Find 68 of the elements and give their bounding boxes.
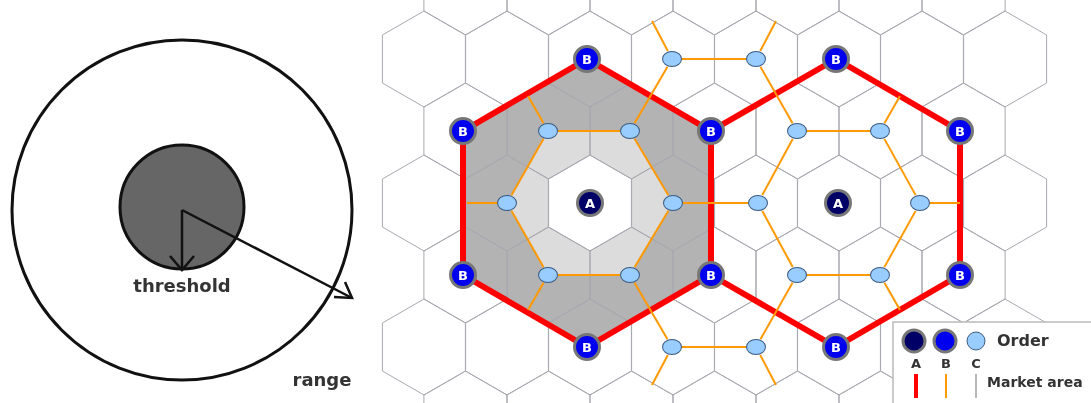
- connector-line: [883, 95, 901, 125]
- node-circle: [746, 339, 766, 355]
- connector-line: [466, 202, 499, 204]
- text-label: Market area: [987, 373, 1083, 390]
- boundary-line: [957, 144, 963, 262]
- boundary-line: [596, 278, 702, 344]
- connector-line: [651, 353, 669, 386]
- node-circle: B: [697, 261, 725, 289]
- node-circle: [787, 267, 807, 283]
- node-circle: B: [573, 333, 601, 361]
- node-circle: B: [946, 117, 974, 145]
- connector-line: [510, 137, 545, 197]
- node-circle: B: [573, 45, 601, 73]
- legend-label: A: [910, 356, 922, 371]
- node-circle: [910, 195, 930, 211]
- connector-line: [928, 202, 961, 204]
- connector-line: [633, 281, 669, 341]
- connector-line: [527, 281, 545, 311]
- node-circle: B: [822, 45, 850, 73]
- connector-line: [805, 130, 872, 132]
- boundary-line: [596, 62, 702, 128]
- node-circle: [870, 267, 890, 283]
- node-circle: B: [449, 261, 477, 289]
- connector-line: [633, 65, 669, 125]
- node-circle: B: [822, 333, 850, 361]
- boundary-line: [472, 62, 578, 128]
- node-circle: B: [697, 117, 725, 145]
- connector-line: [759, 20, 777, 53]
- node-circle: B: [946, 261, 974, 289]
- boundary-line: [845, 62, 951, 128]
- node-circle: [787, 123, 807, 139]
- connector-line: [761, 137, 794, 197]
- node-circle: B: [449, 117, 477, 145]
- connector-line: [761, 209, 794, 269]
- text-label: Order: [997, 330, 1049, 350]
- boundary-line: [720, 278, 827, 344]
- connector-line: [633, 137, 670, 197]
- connector-line: [883, 281, 901, 311]
- connector-line: [883, 209, 917, 269]
- node-circle: [870, 123, 890, 139]
- connector-line: [759, 65, 794, 125]
- boundary-line: [472, 278, 578, 344]
- node-circle: A: [824, 189, 852, 217]
- connector-line: [556, 130, 622, 132]
- legend-label: C: [971, 356, 981, 371]
- boundary-line: [720, 62, 827, 128]
- boundary-line: [845, 278, 951, 344]
- connector-line: [883, 137, 917, 197]
- connector-line: [680, 346, 748, 348]
- node-circle: [748, 195, 768, 211]
- connector-line: [633, 209, 670, 269]
- connector-line: [681, 202, 750, 204]
- boundary-line: [460, 144, 466, 262]
- connector-line: [556, 274, 622, 276]
- connector-line: [759, 353, 777, 386]
- text-label: threshold: [133, 275, 231, 297]
- connector-line: [805, 274, 872, 276]
- boundary-line: [708, 144, 714, 262]
- text-label: range: [292, 369, 352, 391]
- connector-line: [527, 95, 545, 125]
- legend-label: B: [941, 356, 951, 371]
- connector-line: [759, 281, 794, 341]
- connector-line: [651, 20, 669, 53]
- connector-line: [510, 209, 545, 269]
- node-circle: [746, 51, 766, 67]
- connector-line: [680, 58, 748, 60]
- node-circle: [662, 51, 682, 67]
- node-circle: [662, 339, 682, 355]
